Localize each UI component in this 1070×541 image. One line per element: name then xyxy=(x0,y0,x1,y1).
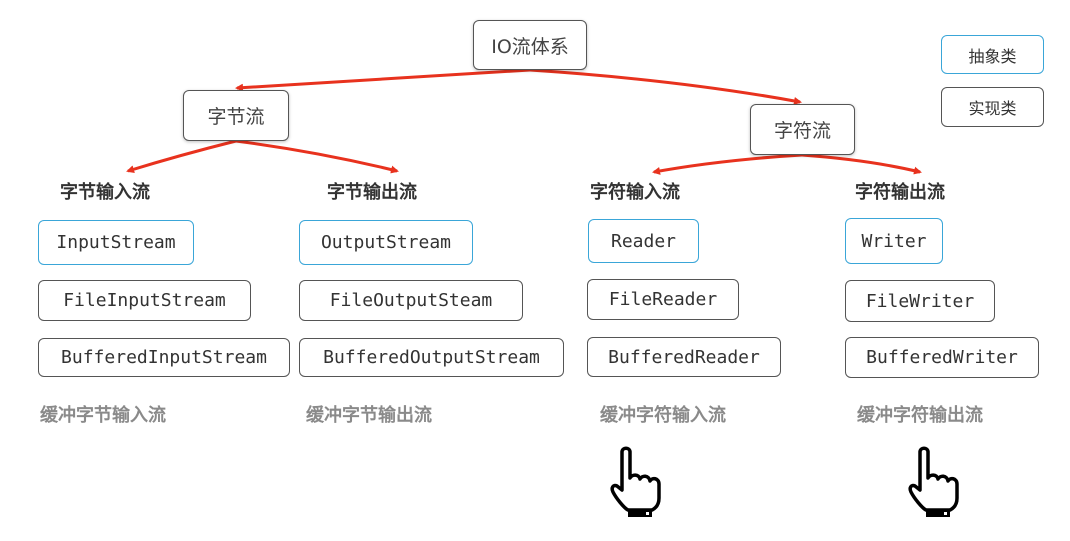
byte-output-heading: 字节输出流 xyxy=(327,182,417,203)
legend-concrete-class: 实现类 xyxy=(941,87,1044,127)
class-file-output-steam: FileOutputSteam xyxy=(299,280,523,321)
byte-input-caption: 缓冲字节输入流 xyxy=(40,405,166,426)
char-output-heading: 字符输出流 xyxy=(855,182,945,203)
root-node: IO流体系 xyxy=(473,20,587,70)
class-writer: Writer xyxy=(845,218,943,264)
class-buffered-writer: BufferedWriter xyxy=(845,337,1039,378)
class-buffered-reader: BufferedReader xyxy=(587,337,781,377)
class-file-input-stream: FileInputStream xyxy=(38,280,251,321)
byte-input-heading: 字节输入流 xyxy=(60,182,150,203)
class-input-stream: InputStream xyxy=(38,220,194,265)
char-stream-node: 字符流 xyxy=(750,104,855,155)
class-buffered-output-stream: BufferedOutputStream xyxy=(299,338,564,377)
byte-stream-node: 字节流 xyxy=(183,90,289,141)
char-output-caption: 缓冲字符输出流 xyxy=(857,405,983,426)
pointing-hand-icon xyxy=(908,446,959,517)
char-input-heading: 字符输入流 xyxy=(590,182,680,203)
char-input-caption: 缓冲字符输入流 xyxy=(600,405,726,426)
legend-abstract-class: 抽象类 xyxy=(941,35,1044,74)
arrow-root-to-char xyxy=(529,68,802,105)
arrow-char-to-input xyxy=(652,153,803,175)
class-output-stream: OutputStream xyxy=(299,220,473,265)
arrow-byte-to-output xyxy=(235,139,399,174)
arrow-char-to-output xyxy=(801,153,922,175)
byte-output-caption: 缓冲字节输出流 xyxy=(306,405,432,426)
class-buffered-input-stream: BufferedInputStream xyxy=(38,338,290,377)
arrow-byte-to-input xyxy=(126,139,237,174)
class-file-reader: FileReader xyxy=(587,279,739,320)
class-reader: Reader xyxy=(588,219,699,263)
class-file-writer: FileWriter xyxy=(845,280,995,322)
pointing-hand-icon xyxy=(610,446,661,517)
arrow-root-to-byte xyxy=(235,68,531,92)
